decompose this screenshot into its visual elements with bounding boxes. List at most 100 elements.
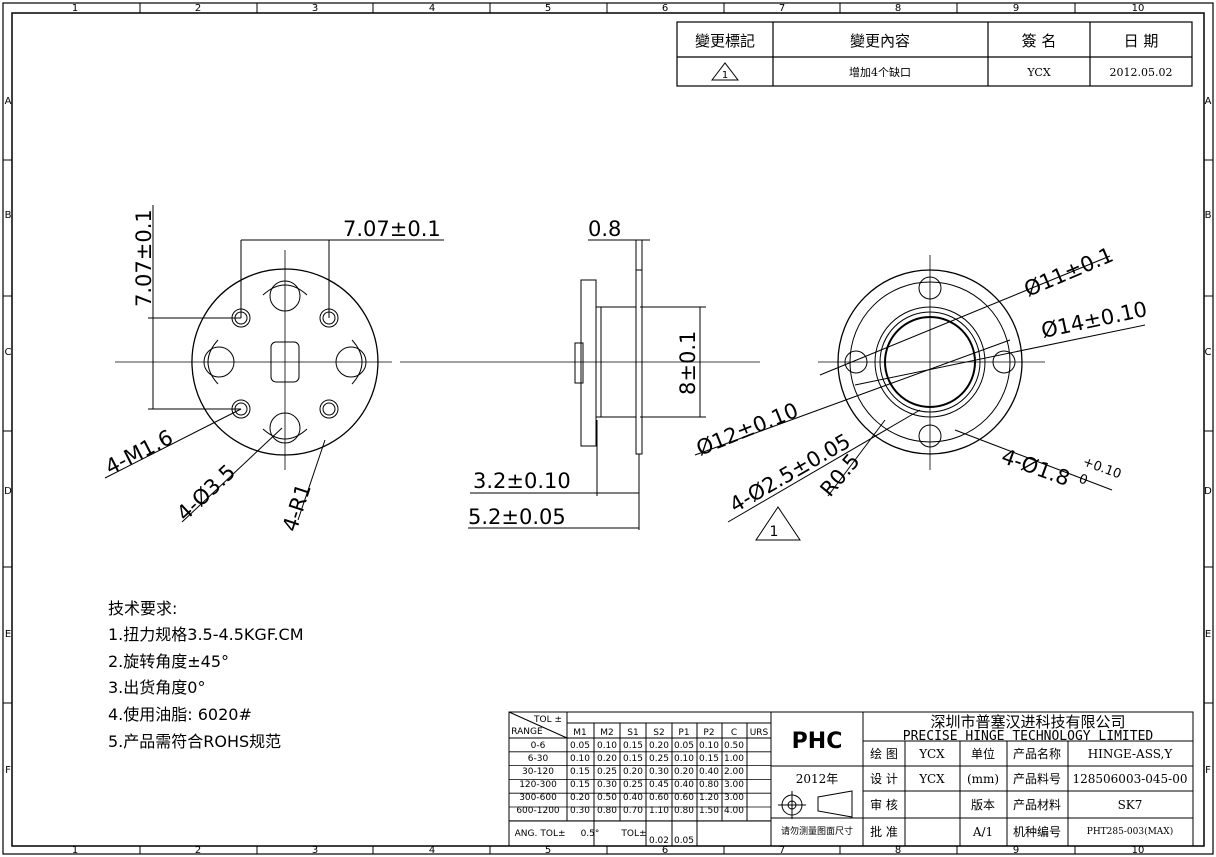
revision-header-content: 變更內容 [850,32,910,50]
row-label: F [5,765,11,776]
tol-range: 300-600 [519,793,557,803]
revision-content: 增加4个缺口 [849,65,911,79]
tol-cell: 0.45 [649,780,669,790]
tol-cell: 0.30 [649,767,669,777]
col-label: 5 [545,3,551,14]
tol-cell: 4.00 [724,806,744,816]
tol-cell: 0.60 [674,793,694,803]
tol-cell: 0.10 [674,754,694,764]
tol-col: S2 [653,728,664,738]
tol-cell: 0.20 [597,754,617,764]
dim-radius: 4-R1 [278,481,316,535]
value-draw: YCX [918,747,945,761]
tol-col: S1 [627,728,638,738]
tol-col: M1 [573,728,587,738]
rear-revision-mark: 1 [770,524,779,540]
tol-cell: 0.40 [623,793,643,803]
tol-cell: 0.10 [597,741,617,751]
side-view-dims: 0.8 8±0.1 3.2±0.10 5.2±0.05 [468,217,700,529]
value-design: YCX [918,772,945,786]
frame-labels: 1 2 3 4 5 6 7 8 9 10 1 2 3 4 5 6 7 8 9 1… [4,3,1212,856]
tol-cell: 0.50 [724,741,744,751]
value-material: SK7 [1118,798,1143,812]
tol-col: C [731,728,737,738]
dim-slot: 4-Ø1.8 [998,444,1073,491]
revision-table: 變更標記 變更內容 簽 名 日 期 1 增加4个缺口 YCX 2012.05.0… [676,21,1193,87]
tol-col: URS [750,728,769,738]
tol-corner-bottom: RANGE [511,727,543,737]
row-label: F [1205,765,1211,776]
col-label: 10 [1132,3,1145,14]
tol-label-2: TOL± [620,829,646,839]
note-item: 1.扭力规格3.5-4.5KGF.CM [108,625,304,644]
tol-ang-value: 0.5° [581,829,600,839]
tol-cell: 0.40 [699,767,719,777]
tol-corner-top: TOL ± [533,715,562,725]
tol-cell: 0.10 [699,741,719,751]
dim-length-short: 3.2±0.10 [473,469,571,493]
title-block: PHC 深圳市普塞汉进科技有限公司 PRECISE HINGE TECHNOLO… [770,711,1194,847]
tol-cell: 0.80 [699,780,719,790]
row-label: E [1205,629,1211,640]
dim-thickness: 0.8 [588,217,621,241]
tol-label: TOL± [539,829,565,839]
rear-view [694,255,1146,523]
row-label: A [5,96,12,107]
revision-signer: YCX [1026,66,1050,79]
col-label: 8 [895,3,901,14]
tol-col: P1 [678,728,689,738]
row-label: B [5,210,12,221]
tol-cell: 1.50 [699,806,719,816]
tol-cell: 0.15 [623,741,643,751]
front-view [104,205,444,523]
label-material: 产品材料 [1013,798,1061,812]
col-label: 4 [429,845,435,856]
revision-triangle-icon [710,62,740,81]
label-approve: 批 准 [870,824,898,839]
label-model: 机种编号 [1013,824,1061,839]
tol-cell: 0.15 [623,754,643,764]
tol-cell: 1.00 [724,754,744,764]
company-logo: PHC [792,729,843,754]
tol-col: M2 [600,728,614,738]
note-item: 3.出货角度0° [108,678,205,697]
tol-cell: 3.00 [724,780,744,790]
col-label: 6 [662,3,668,14]
label-draw: 绘 图 [870,746,898,761]
tol-cell: 0.20 [674,767,694,777]
dim-horizontal: 7.07±0.1 [343,217,441,241]
tol-cell: 0.30 [570,806,590,816]
row-label: D [4,486,12,497]
tol-cell: 0.40 [674,780,694,790]
tol-cell: 3.00 [724,793,744,803]
col-label: 1 [72,3,78,14]
value-number: 128506003-045-00 [1073,772,1188,786]
tol-ang-label: ANG. [515,829,538,839]
row-label: D [1204,486,1212,497]
tol-cell: 0.15 [570,780,590,790]
col-label: 2 [195,845,201,856]
tol-cell: 0.25 [649,754,669,764]
tol-cell: 0.05 [570,741,590,751]
tol-cell: 1.20 [699,793,719,803]
rear-view-dims: Ø11±0.1 Ø14±0.10 Ø12±0.10 4-Ø2.5±0.05 R0… [693,243,1149,540]
col-label: 3 [312,3,318,14]
tol-cell: 0.30 [597,780,617,790]
tol-flat-value: 0.02 [649,836,669,846]
col-label: 5 [545,845,551,856]
value-unit: (mm) [967,772,999,786]
tol-cell: 0.80 [674,806,694,816]
tol-range: 6-30 [528,754,549,764]
tol-cell: 0.15 [699,754,719,764]
tol-range: 30-120 [522,767,554,777]
label-number: 产品料号 [1013,772,1061,786]
tol-cell: 0.05 [674,741,694,751]
label-unit: 单位 [971,746,995,761]
dim-vertical: 7.07±0.1 [132,209,156,307]
label-check: 审 核 [870,797,898,812]
tol-cell: 0.20 [623,767,643,777]
value-model: PHT285-003(MAX) [1087,826,1173,837]
tol-round-value: 0.05 [674,836,694,846]
note-item: 5.产品需符合ROHS规范 [108,732,281,751]
